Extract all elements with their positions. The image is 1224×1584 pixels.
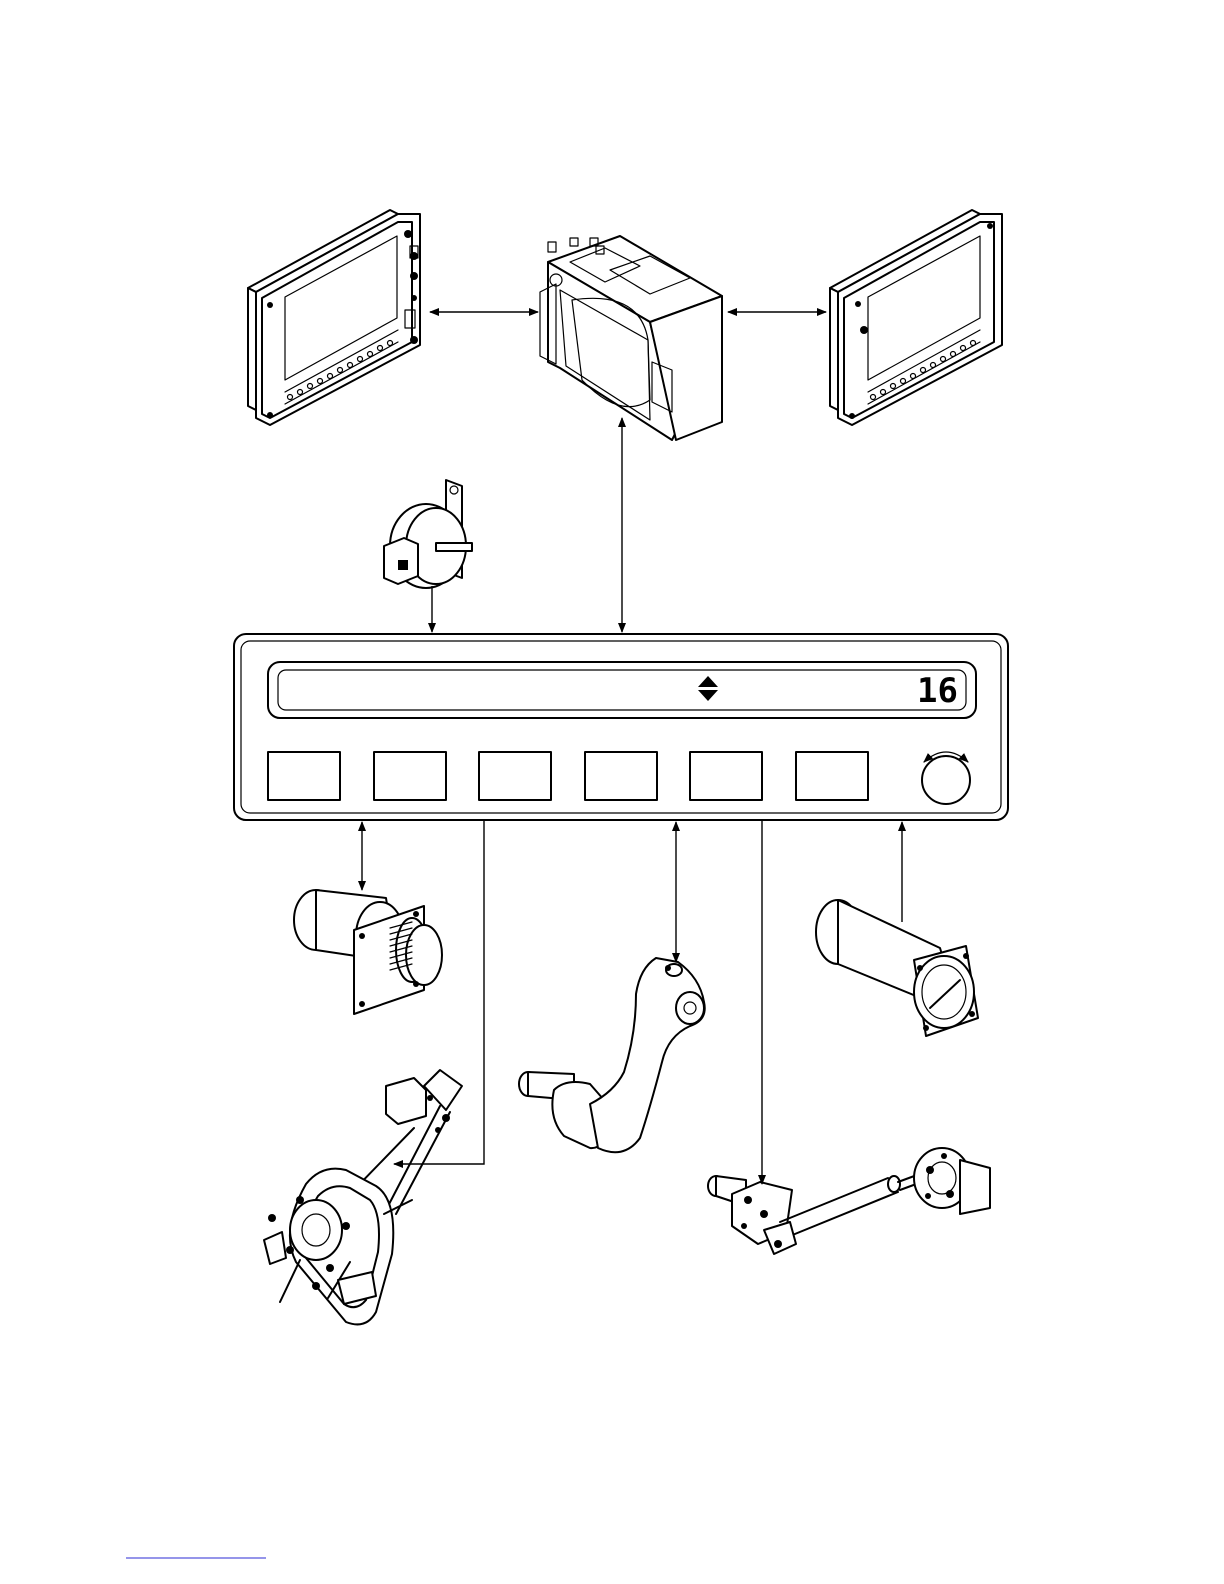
rotary-sensor bbox=[384, 480, 472, 588]
softkey-5[interactable] bbox=[690, 752, 762, 800]
display-value: 16 bbox=[917, 671, 958, 711]
control-panel: 16 bbox=[234, 634, 1008, 820]
airspeed-indicator bbox=[816, 900, 978, 1036]
left-display-unit bbox=[248, 210, 420, 425]
solenoid-actuator bbox=[294, 890, 442, 1014]
up-down-arrows-icon bbox=[698, 676, 718, 701]
softkey-6[interactable] bbox=[796, 752, 868, 800]
softkey-1[interactable] bbox=[268, 752, 340, 800]
softkey-3[interactable] bbox=[479, 752, 551, 800]
softkey-2[interactable] bbox=[374, 752, 446, 800]
rotary-knob-icon[interactable] bbox=[922, 752, 970, 804]
central-computer-unit bbox=[540, 236, 722, 440]
control-stick-grip bbox=[519, 958, 705, 1152]
softkey-4[interactable] bbox=[585, 752, 657, 800]
linear-actuator-assembly bbox=[708, 1148, 990, 1254]
control-column-assembly bbox=[264, 1070, 462, 1324]
right-display-unit bbox=[830, 210, 1002, 425]
